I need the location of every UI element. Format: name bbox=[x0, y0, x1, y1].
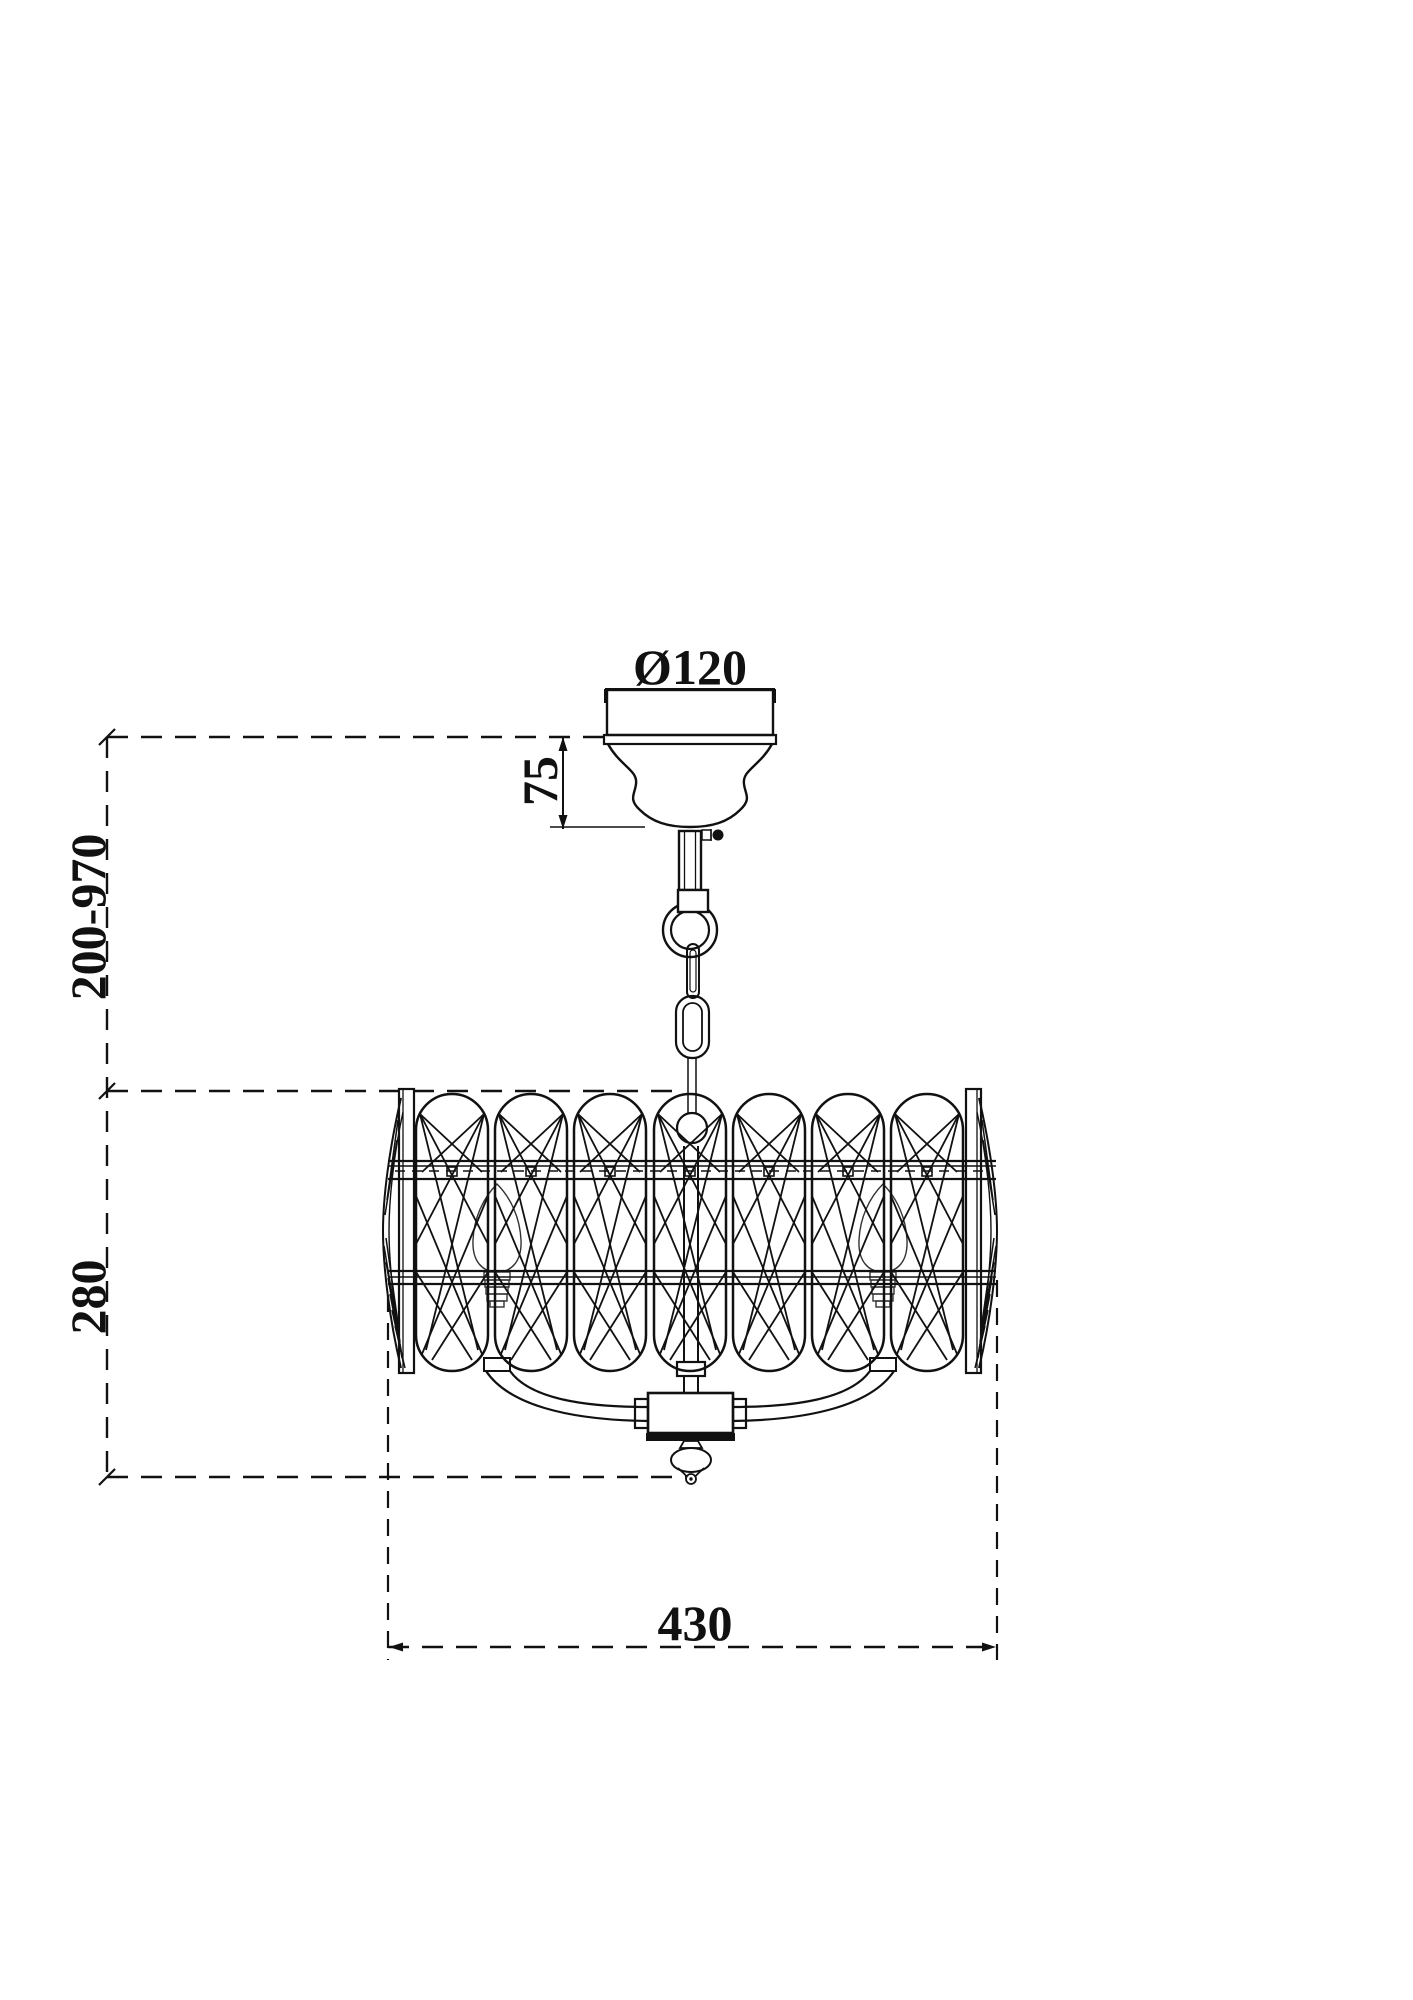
dimension-canopy-height: 75 bbox=[512, 737, 645, 829]
suspension-range-label: 200-970 bbox=[60, 834, 116, 1001]
bottom-frame bbox=[484, 1146, 896, 1485]
side-screw-icon bbox=[701, 829, 724, 841]
body-height-label: 280 bbox=[60, 1260, 116, 1335]
suspension-chain bbox=[661, 829, 719, 1145]
center-hub bbox=[646, 1391, 735, 1435]
canopy bbox=[602, 688, 778, 841]
dimension-body-height: 280 bbox=[60, 1260, 116, 1335]
dimension-canopy-diameter: Ø120 bbox=[604, 639, 776, 703]
datum-lines bbox=[98, 728, 686, 1486]
dimension-body-width: 430 bbox=[386, 1280, 999, 1660]
canopy-diameter-label: Ø120 bbox=[633, 639, 747, 695]
shade-body bbox=[381, 1087, 999, 1375]
dimension-suspension-range: 200-970 bbox=[60, 834, 116, 1001]
finial bbox=[670, 1440, 712, 1485]
body-width-label: 430 bbox=[658, 1595, 733, 1651]
canopy-height-label: 75 bbox=[512, 756, 568, 806]
